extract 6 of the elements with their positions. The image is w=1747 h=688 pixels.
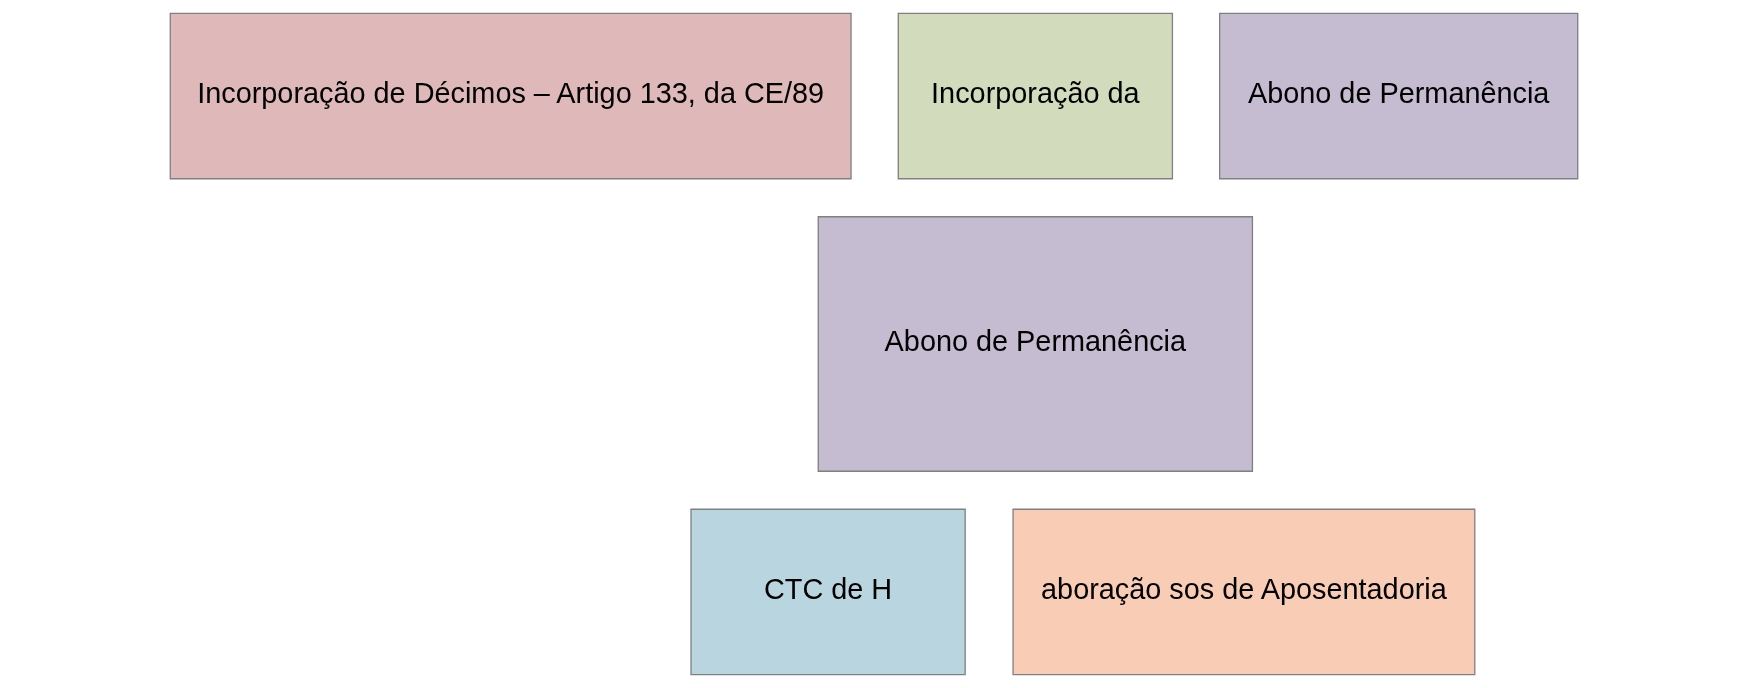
node-box: aboração sos de Aposentadoria [1011,508,1475,676]
node-box: CTC de H [689,508,966,676]
node-box: Incorporação da [897,12,1173,180]
node-box: Abono de Permanência [817,216,1253,472]
node-box: Incorporação de Décimos – Artigo 133, da CE/89 [169,12,852,180]
node-box: Abono de Permanência [1218,12,1578,180]
